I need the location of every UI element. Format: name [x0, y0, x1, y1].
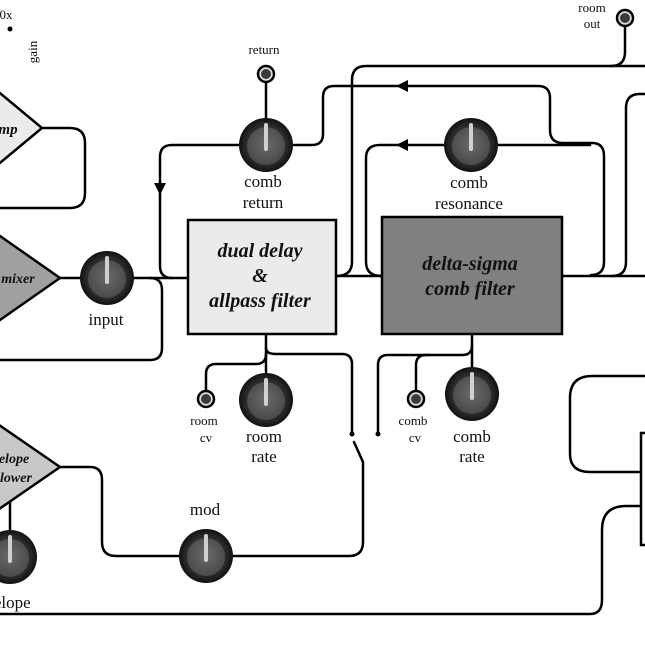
dual-delay-line2: &	[252, 265, 268, 287]
knob-comb-rate[interactable]	[445, 367, 499, 421]
mixer-label: mixer	[1, 272, 35, 287]
wire-to-switch-left	[264, 346, 354, 436]
jack-socket[interactable]	[620, 13, 630, 23]
knob-input[interactable]	[80, 251, 134, 305]
envelope-knob-label: velope	[0, 593, 31, 612]
comb-resonance-label-1: comb	[450, 173, 488, 192]
wire-right-loop	[610, 92, 645, 278]
gain-switch-dot[interactable]	[7, 26, 13, 32]
dual-delay-rect	[186, 218, 338, 336]
jack-room-cv[interactable]	[196, 389, 216, 409]
wire-input-loop	[0, 276, 164, 362]
amp-shape	[0, 91, 44, 165]
comb-cv-label-1: comb	[399, 413, 428, 428]
comb-filter-block: delta-sigma comb filter	[380, 215, 564, 336]
comb-rate-label-1: comb	[453, 427, 491, 446]
jack-socket[interactable]	[411, 394, 421, 404]
gain-label: gain	[25, 40, 40, 63]
amp-label: mp	[0, 122, 18, 138]
dual-delay-block: dual delay & allpass filter	[186, 218, 338, 336]
envelope-follower-label-1: elope	[0, 452, 29, 467]
wire-bottom-return	[0, 504, 644, 616]
mod-knob-label: mod	[190, 500, 221, 519]
room-out-label-2: out	[584, 16, 601, 31]
wire-room-out-jack	[609, 24, 627, 68]
knob-mod[interactable]	[179, 529, 233, 583]
jack-room-out[interactable]	[615, 8, 635, 28]
knob-comb-resonance[interactable]	[444, 118, 498, 172]
wire-to-switch-right	[376, 353, 432, 436]
knob-envelope[interactable]	[0, 530, 37, 584]
room-cv-label-2: cv	[200, 430, 213, 445]
envelope-follower-label-2: llower	[0, 471, 32, 486]
jacks	[196, 8, 635, 409]
wire-comb-return-right	[292, 84, 606, 277]
mixer-triangle: mixer	[0, 234, 63, 322]
room-cv-label-1: room	[190, 413, 217, 428]
switch-contact-right	[375, 431, 381, 437]
arrow-left-icon	[396, 139, 408, 151]
wire-room-out-line	[334, 64, 645, 278]
partial-right-block	[639, 431, 645, 547]
knob-cap[interactable]	[0, 539, 29, 577]
knob-room-rate[interactable]	[239, 373, 293, 427]
switch-lever[interactable]	[230, 440, 365, 558]
wire-envelope-to-mod	[58, 465, 182, 558]
input-knob-label: input	[89, 310, 124, 329]
comb-cv-label-2: cv	[409, 430, 422, 445]
dual-delay-line3: allpass filter	[209, 290, 311, 312]
switch-contact-left	[349, 431, 355, 437]
comb-filter-line2: comb filter	[425, 278, 515, 300]
comb-return-label-1: comb	[244, 172, 282, 191]
dual-delay-line1: dual delay	[218, 240, 303, 262]
knobs	[0, 118, 499, 584]
wire-amp-loop	[0, 126, 87, 210]
partial-range-label: 0x	[0, 7, 13, 22]
room-rate-label-1: room	[246, 427, 282, 446]
wires	[0, 24, 645, 616]
wire-right-bottom-loop	[568, 374, 645, 474]
comb-rate-label-2: rate	[459, 447, 484, 466]
arrow-left-icon	[396, 80, 408, 92]
knob-comb-return[interactable]	[239, 118, 293, 172]
envelope-follower-shape	[0, 424, 63, 510]
arrow-down-icon	[154, 183, 166, 195]
room-out-label-1: room	[578, 0, 605, 15]
wire-comb-return-left	[158, 143, 242, 280]
mixer-shape	[0, 234, 63, 322]
comb-resonance-label-2: resonance	[435, 194, 503, 213]
amp-triangle: mp	[0, 91, 44, 165]
room-rate-label-2: rate	[251, 447, 276, 466]
envelope-follower-triangle: elope llower	[0, 424, 63, 510]
comb-filter-line1: delta-sigma	[422, 253, 518, 275]
wire-comb-resonance-loop	[364, 143, 446, 278]
comb-return-label-2: return	[243, 193, 284, 212]
wire-room-cv	[204, 352, 268, 394]
jack-socket[interactable]	[261, 69, 271, 79]
return-jack-label: return	[248, 42, 280, 57]
jack-return[interactable]	[256, 64, 276, 84]
jack-socket[interactable]	[201, 394, 211, 404]
jack-comb-cv[interactable]	[406, 389, 426, 409]
comb-filter-rect	[380, 215, 564, 336]
